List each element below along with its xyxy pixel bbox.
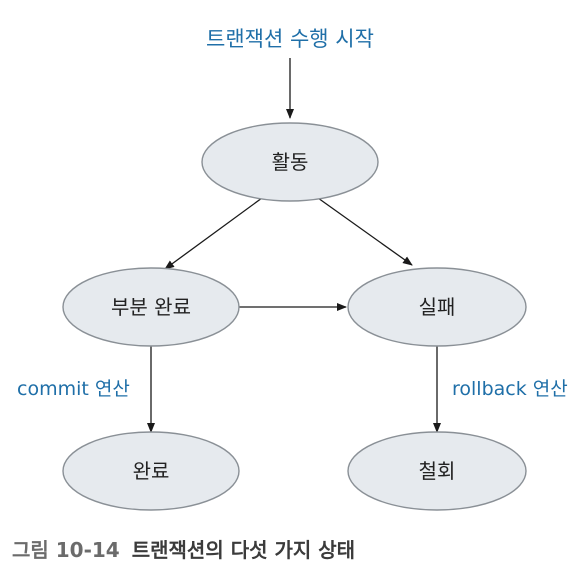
figure-title: 트랜잭션의 다섯 가지 상태 <box>131 538 356 562</box>
state-label-active: 활동 <box>272 150 309 174</box>
rollback-edge-label: rollback 연산 <box>452 378 568 400</box>
edge-active-to-failed <box>317 197 413 266</box>
state-node-aborted: 철회 <box>347 431 527 511</box>
figure-number: 그림 10-14 <box>12 538 120 562</box>
state-node-committed: 완료 <box>62 431 240 511</box>
figure-caption: 그림 10-14 트랜잭션의 다섯 가지 상태 <box>12 534 355 563</box>
state-label-aborted: 철회 <box>419 459 456 483</box>
state-label-partially-committed: 부분 완료 <box>111 295 191 319</box>
state-node-active: 활동 <box>201 122 379 202</box>
start-label: 트랜잭션 수행 시작 <box>206 27 374 51</box>
state-node-failed: 실패 <box>347 267 527 347</box>
edge-active-to-partially-committed <box>164 197 263 270</box>
state-label-failed: 실패 <box>419 295 456 319</box>
commit-edge-label: commit 연산 <box>17 378 130 400</box>
state-label-committed: 완료 <box>133 459 170 483</box>
state-node-partially-committed: 부분 완료 <box>62 267 240 347</box>
